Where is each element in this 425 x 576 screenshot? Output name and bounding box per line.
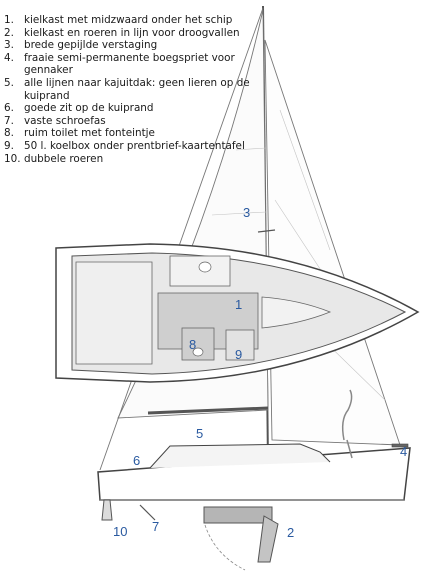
legend-number: 5. bbox=[4, 76, 14, 89]
hull-profile bbox=[97, 389, 411, 571]
callout-7: 7 bbox=[152, 519, 160, 534]
callout-3: 3 bbox=[243, 205, 251, 220]
deck-plan bbox=[55, 243, 420, 383]
backstay bbox=[99, 7, 264, 471]
legend-text: fraaie semi-permanente boegspriet voor g… bbox=[24, 51, 235, 77]
legend-item: 3. brede gepijlde verstaging bbox=[4, 39, 254, 52]
boegspriet bbox=[391, 443, 409, 448]
legend-number: 4. bbox=[4, 51, 14, 64]
cockpit-area bbox=[75, 261, 153, 365]
legend-number: 9. bbox=[4, 139, 14, 152]
legend-item: 5. alle lijnen naar kajuitdak: geen liere… bbox=[4, 77, 254, 102]
callout-9: 9 bbox=[235, 347, 243, 362]
legend-number: 1. bbox=[4, 14, 14, 26]
legend-text: ruim toilet met fonteintje bbox=[24, 127, 155, 140]
legend-item: 1. kielkast met midzwaard onder het schip bbox=[4, 14, 254, 27]
centerboard bbox=[257, 515, 279, 563]
legend-item: 8. ruim toilet met fonteintje bbox=[4, 127, 254, 140]
boom bbox=[147, 406, 269, 415]
legend-item: 2. kielkast en roeren in lijn voor droogv… bbox=[4, 27, 254, 40]
legend-text: 50 l. koelbox onder prentbrief-kaartenta… bbox=[24, 139, 245, 152]
foredeck-hatch bbox=[261, 296, 332, 329]
legend-text: kielkast met midzwaard onder het schip bbox=[24, 14, 233, 26]
callout-10: 10 bbox=[113, 524, 128, 539]
legend-number: 2. bbox=[4, 26, 14, 39]
legend-number: 10. bbox=[4, 152, 21, 165]
chart-table bbox=[225, 329, 255, 361]
legend-item: 9. 50 l. koelbox onder prentbrief-kaarten… bbox=[4, 140, 254, 153]
legend-list: 1. kielkast met midzwaard onder het schip… bbox=[4, 14, 254, 165]
legend-item: 6. goede zit op de kuiprand bbox=[4, 102, 254, 115]
legend-item: 7. vaste schroefas bbox=[4, 115, 254, 128]
callout-1: 1 bbox=[235, 297, 243, 312]
legend-number: 3. bbox=[4, 39, 14, 52]
propeller-shaft bbox=[139, 504, 156, 521]
fonteintje bbox=[192, 347, 204, 357]
legend-text: dubbele roeren bbox=[24, 152, 104, 165]
callout-2: 2 bbox=[287, 525, 295, 540]
legend-text: brede gepijlde verstaging bbox=[24, 39, 158, 52]
legend-text: alle lijnen naar kajuitdak: geen lieren … bbox=[24, 76, 250, 102]
jib bbox=[264, 39, 401, 446]
centerboard-swing-arc bbox=[204, 524, 246, 571]
legend-item: 4. fraaie semi-permanente boegspriet voor… bbox=[4, 52, 254, 77]
callout-4: 4 bbox=[400, 444, 408, 459]
galley bbox=[169, 255, 231, 287]
cabin-top bbox=[149, 443, 331, 469]
legend-number: 7. bbox=[4, 114, 14, 127]
crew-figure bbox=[341, 389, 353, 459]
legend-text: goede zit op de kuiprand bbox=[24, 102, 154, 115]
legend-text: kielkast en roeren in lijn voor droogval… bbox=[24, 26, 240, 39]
callout-6: 6 bbox=[133, 453, 141, 468]
keel-box bbox=[203, 506, 273, 524]
callout-5: 5 bbox=[196, 426, 204, 441]
legend-number: 6. bbox=[4, 102, 14, 115]
spreader bbox=[257, 229, 276, 233]
rudder bbox=[101, 499, 113, 521]
legend-item: 10.dubbele roeren bbox=[4, 153, 254, 166]
legend-text: vaste schroefas bbox=[24, 114, 106, 127]
sink bbox=[198, 261, 212, 273]
legend-number: 8. bbox=[4, 127, 14, 140]
callout-8: 8 bbox=[189, 337, 197, 352]
